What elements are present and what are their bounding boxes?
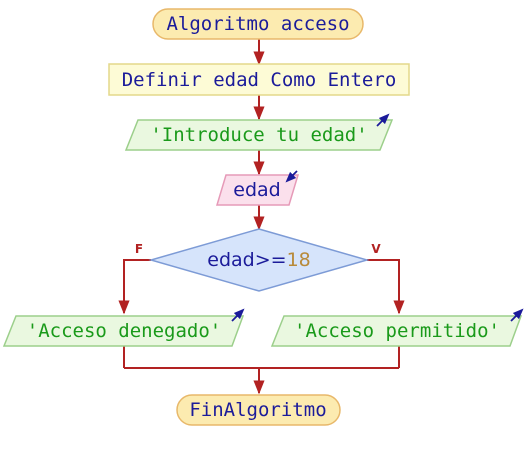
- end-terminal[interactable]: FinAlgoritmo: [176, 394, 341, 426]
- diagonal-up-right-arrow-icon: [510, 308, 524, 322]
- connector-true-branch: [367, 259, 405, 315]
- diagonal-up-right-arrow-icon: [231, 308, 245, 322]
- end-label: FinAlgoritmo: [189, 399, 326, 421]
- decision-condition: edad>=18: [207, 249, 311, 271]
- output-prompt-label: 'Introduce tu edad': [150, 124, 367, 146]
- diagonal-up-right-arrow-icon: [376, 113, 390, 127]
- output-denied-box[interactable]: 'Acceso denegado': [2, 308, 245, 347]
- false-branch-label: F: [135, 242, 143, 256]
- output-prompt-box[interactable]: 'Introduce tu edad': [124, 113, 394, 151]
- output-allowed-box[interactable]: 'Acceso permitido': [270, 308, 524, 347]
- decision-variable: edad: [207, 249, 254, 271]
- true-branch-label: V: [371, 242, 381, 256]
- diagonal-down-left-arrow-icon: [285, 170, 298, 183]
- decision-value: 18: [287, 249, 311, 271]
- decision-diamond[interactable]: edad>=18 F V: [135, 228, 381, 292]
- define-process-box[interactable]: Definir edad Como Entero: [108, 63, 410, 96]
- output-allowed-label: 'Acceso permitido': [294, 320, 500, 342]
- decision-operator: >=: [255, 249, 287, 271]
- input-box[interactable]: edad: [215, 170, 300, 206]
- start-terminal[interactable]: Algoritmo acceso: [152, 8, 364, 40]
- connectors: [118, 39, 405, 395]
- input-label: edad: [233, 179, 280, 201]
- connector-false-branch: [118, 259, 151, 315]
- start-label: Algoritmo acceso: [166, 13, 349, 35]
- output-denied-label: 'Acceso denegado': [27, 320, 221, 342]
- define-label: Definir edad Como Entero: [122, 69, 397, 91]
